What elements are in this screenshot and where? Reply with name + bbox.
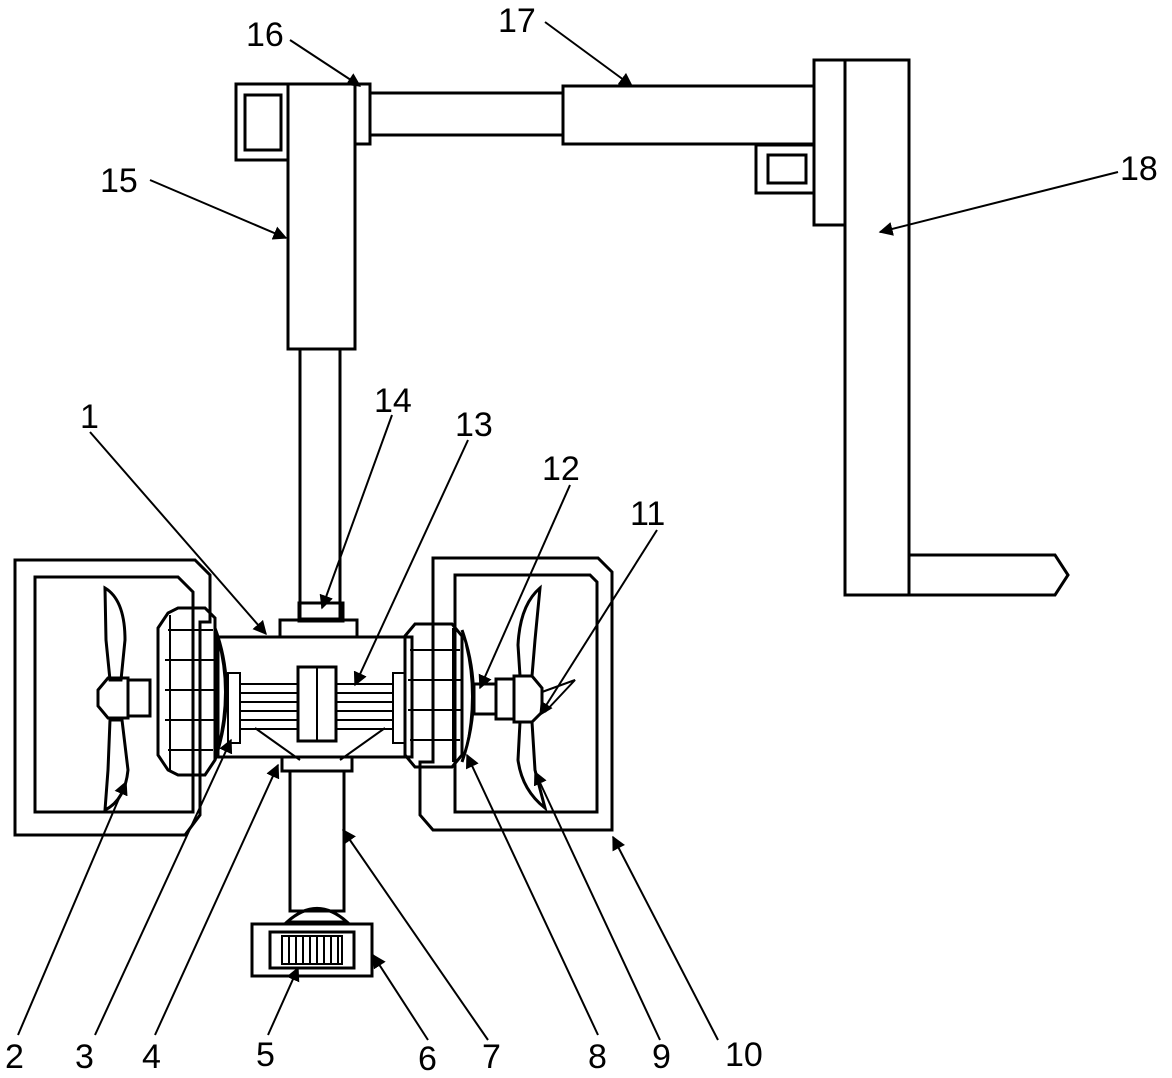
label-6: 6 — [418, 1040, 437, 1078]
right-fan-blades — [472, 584, 576, 812]
left-fan-blades — [96, 585, 152, 813]
label-12: 12 — [542, 450, 580, 488]
label-15: 15 — [100, 162, 138, 200]
label-17: 17 — [498, 2, 536, 40]
label-11: 11 — [630, 495, 665, 533]
label-5: 5 — [256, 1036, 275, 1074]
label-2: 2 — [5, 1038, 24, 1076]
label-4: 4 — [142, 1038, 161, 1076]
label-14: 14 — [374, 382, 412, 420]
label-3: 3 — [75, 1038, 94, 1076]
internal-shaft — [227, 665, 406, 744]
horizontal-arm — [353, 82, 816, 146]
right-fan-frame — [418, 556, 614, 832]
label-16: 16 — [246, 16, 284, 54]
vertical-arm — [234, 82, 357, 621]
label-13: 13 — [455, 406, 493, 444]
left-fan-frame — [13, 558, 212, 837]
lower-shaft — [288, 769, 346, 913]
base-motor — [250, 907, 374, 978]
label-18: 18 — [1120, 150, 1158, 188]
label-7: 7 — [482, 1038, 501, 1076]
part-labels: 1 2 3 4 5 6 7 8 9 10 11 12 13 14 15 16 1… — [5, 2, 1158, 1078]
top-coupling — [278, 601, 359, 639]
leader-arrows — [17, 21, 1119, 1041]
label-10: 10 — [725, 1036, 763, 1074]
vertical-column — [754, 58, 1070, 597]
label-8: 8 — [588, 1038, 607, 1076]
label-9: 9 — [652, 1038, 671, 1076]
label-1: 1 — [80, 398, 99, 436]
right-gear-wheel — [403, 622, 475, 769]
